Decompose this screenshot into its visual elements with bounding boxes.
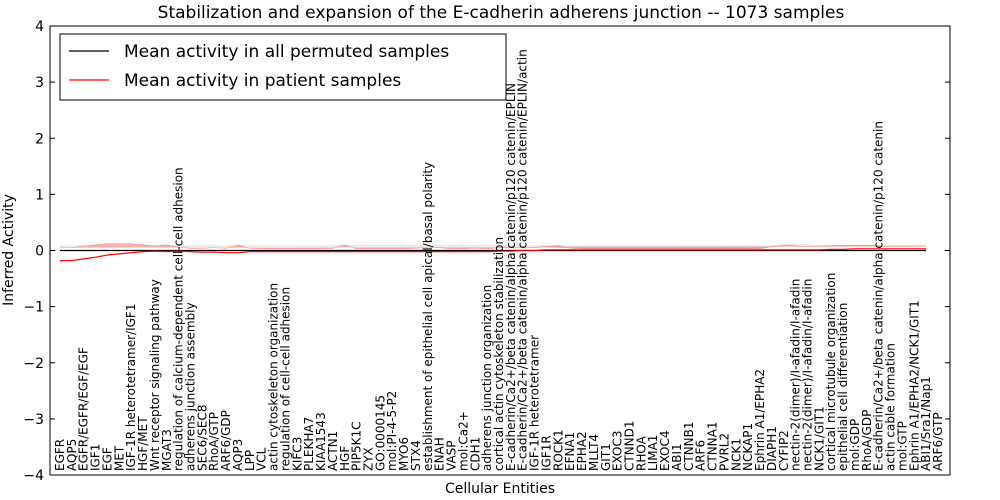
- band-group: [60, 243, 927, 250]
- x-tick-label: CYFIP2: [777, 430, 791, 471]
- x-tick-label: CDH1: [468, 437, 482, 471]
- legend-box: [59, 33, 507, 101]
- x-tick-label: SEC6/SEC8: [195, 405, 209, 471]
- chart-title: Stabilization and expansion of the E-cad…: [158, 3, 845, 23]
- x-tick-label: HGF: [338, 446, 352, 471]
- legend-label-permuted: Mean activity in all permuted samples: [124, 42, 449, 62]
- x-tick-label: HGF/MET: [136, 416, 150, 471]
- x-tick-label: GO:0000145: [373, 395, 387, 471]
- x-tick-label: mol:GTP: [895, 421, 909, 471]
- x-tick-label: MET: [112, 445, 126, 471]
- x-tick-label: AQP3: [231, 439, 245, 471]
- y-tick-label: 0: [35, 244, 44, 260]
- band-patient: [60, 243, 927, 250]
- x-tick-label: MLLT4: [587, 434, 601, 471]
- x-tick-label: Ephrin A1/EPHA2/NCK1/GIT1: [907, 300, 921, 471]
- x-tick-label: regulation of cell-cell adhesion: [278, 287, 292, 471]
- y-tick-label: 2: [35, 131, 44, 147]
- y-axis: −4 −3 −2 −1 0 1 2 3 4: [23, 19, 950, 484]
- y-tick-label: −2: [23, 356, 44, 372]
- x-tick-label: ZYX: [362, 447, 376, 471]
- x-tick-label: ABI1/Sra1/Nap1: [919, 376, 933, 471]
- legend-label-patient: Mean activity in patient samples: [124, 71, 401, 91]
- x-tick-label: ABI1: [670, 443, 684, 471]
- x-tick-label: MGAT3: [160, 429, 174, 471]
- x-tick-label-group: EGFRAQP5EGFR/EGFR/EGF/EGFIGF1EGFMETIGF-1…: [53, 49, 945, 471]
- x-tick-label: EGFR/EGFR/EGF/EGF: [77, 347, 91, 471]
- y-tick-label: 1: [35, 187, 44, 203]
- x-tick-label: STX4: [409, 440, 423, 471]
- x-axis-label: Cellular Entities: [445, 481, 555, 497]
- x-tick-label: EXOC4: [658, 431, 672, 472]
- x-tick-label: cortical actin cytoskeleton stabilizatio…: [492, 237, 506, 471]
- y-axis-label: Inferred Activity: [1, 194, 17, 306]
- x-tick-label: PIP5K1C: [350, 421, 364, 471]
- x-tick-label: ARF6/GTP: [931, 412, 945, 471]
- x-tick-label: actin cable formation: [884, 343, 898, 471]
- x-tick-label: PLEKHA7: [302, 417, 316, 471]
- x-tick-label: NCK1: [729, 438, 743, 471]
- x-tick-label: KIFC3: [290, 437, 304, 471]
- x-tick-label: E-cadherin/Ca2+/beta catenin/alpha caten…: [504, 83, 518, 471]
- x-tick-label: GIT1: [599, 443, 613, 471]
- x-tick-label: IGF-1R heterotetramer/IGF1: [124, 304, 138, 471]
- x-tick-label: IGF1R: [540, 435, 554, 471]
- y-tick-label: 3: [35, 75, 44, 91]
- x-tick-label: Ephrin A1/EPHA2: [753, 369, 767, 471]
- x-tick-label: CTNNB1: [682, 421, 696, 471]
- x-tick-label: AQP5: [65, 439, 79, 471]
- x-tick-label: ENAH: [433, 437, 447, 471]
- x-tick-label: ACTN1: [326, 431, 340, 471]
- x-tick-label: MYO6: [397, 437, 411, 471]
- series-line-group: [60, 248, 927, 262]
- x-tick-label: VCL: [255, 447, 269, 471]
- x-tick-label: Wnt receptor signaling pathway: [148, 279, 162, 471]
- x-tick-label: RhoA/GDP: [860, 410, 874, 471]
- x-tick-label: CTNND1: [623, 420, 637, 471]
- y-tick-label: −4: [23, 468, 44, 484]
- x-tick-label: nectin-2(dimer)/I-afadin/I-afadin: [801, 279, 815, 471]
- x-tick-label: regulation of calcium-dependent cell-cel…: [172, 167, 186, 471]
- x-tick-label: actin cytoskeleton organization: [267, 283, 281, 471]
- line-patient: [60, 248, 927, 262]
- x-tick-label: mol:PI-4-5-P2: [385, 391, 399, 471]
- x-tick-label: DIAPH1: [765, 426, 779, 471]
- x-tick-label: adherens junction assembly: [184, 302, 198, 471]
- x-tick-label: IGF-1R heterotetramer: [528, 335, 542, 471]
- x-tick-label: NCK1/GIT1: [812, 406, 826, 471]
- x-tick-label: EPHA2: [575, 431, 589, 471]
- x-tick-label: RHOA: [634, 435, 648, 471]
- x-tick-label: KIAA1543: [314, 412, 328, 471]
- x-tick-label: ARF6: [694, 440, 708, 471]
- x-tick-label: PVRL2: [717, 433, 731, 471]
- x-tick-label: nectin-2(dimer)/I-afadin/I-afadin: [789, 279, 803, 471]
- x-tick-label: establishment of epithelial cell apical/…: [421, 162, 435, 471]
- x-tick-label: EGF: [101, 447, 115, 471]
- x-tick-label: LPP: [243, 450, 257, 471]
- x-tick-label: LIMA1: [646, 435, 660, 471]
- x-tick-label: RhoA/GTP: [207, 412, 221, 471]
- x-tick-label: E-cadherin/Ca2+/beta catenin/alpha caten…: [872, 121, 886, 471]
- x-tick-label: cortical microtubule organization: [824, 273, 838, 471]
- y-tick-label: −1: [23, 300, 44, 316]
- y-tick-label: 4: [35, 19, 44, 35]
- x-tick-label: NCKAP1: [741, 423, 755, 471]
- x-tick-label: mol:GDP: [848, 419, 862, 471]
- x-tick-label: ARF6/GDP: [219, 410, 233, 471]
- legend: Mean activity in all permuted samples Me…: [59, 33, 507, 101]
- x-tick-label: VASP: [445, 440, 459, 471]
- x-tick-label: CTNNA1: [706, 421, 720, 471]
- x-tick-label: adherens junction organization: [480, 285, 494, 471]
- x-tick-label: ROCK1: [551, 429, 565, 471]
- x-tick-label: mol:Ca2+: [456, 411, 470, 471]
- x-tick-label: IGF1: [89, 444, 103, 471]
- x-tick-label: EXOC3: [611, 431, 625, 472]
- x-tick-label: EGFR: [53, 439, 67, 471]
- x-tick-label: epithelial cell differentiation: [836, 303, 850, 471]
- y-tick-label: −3: [23, 412, 44, 428]
- x-tick-label: E-cadherin/Ca2+/beta catenin/alpha caten…: [516, 49, 530, 471]
- x-tick-label: EFNA1: [563, 432, 577, 471]
